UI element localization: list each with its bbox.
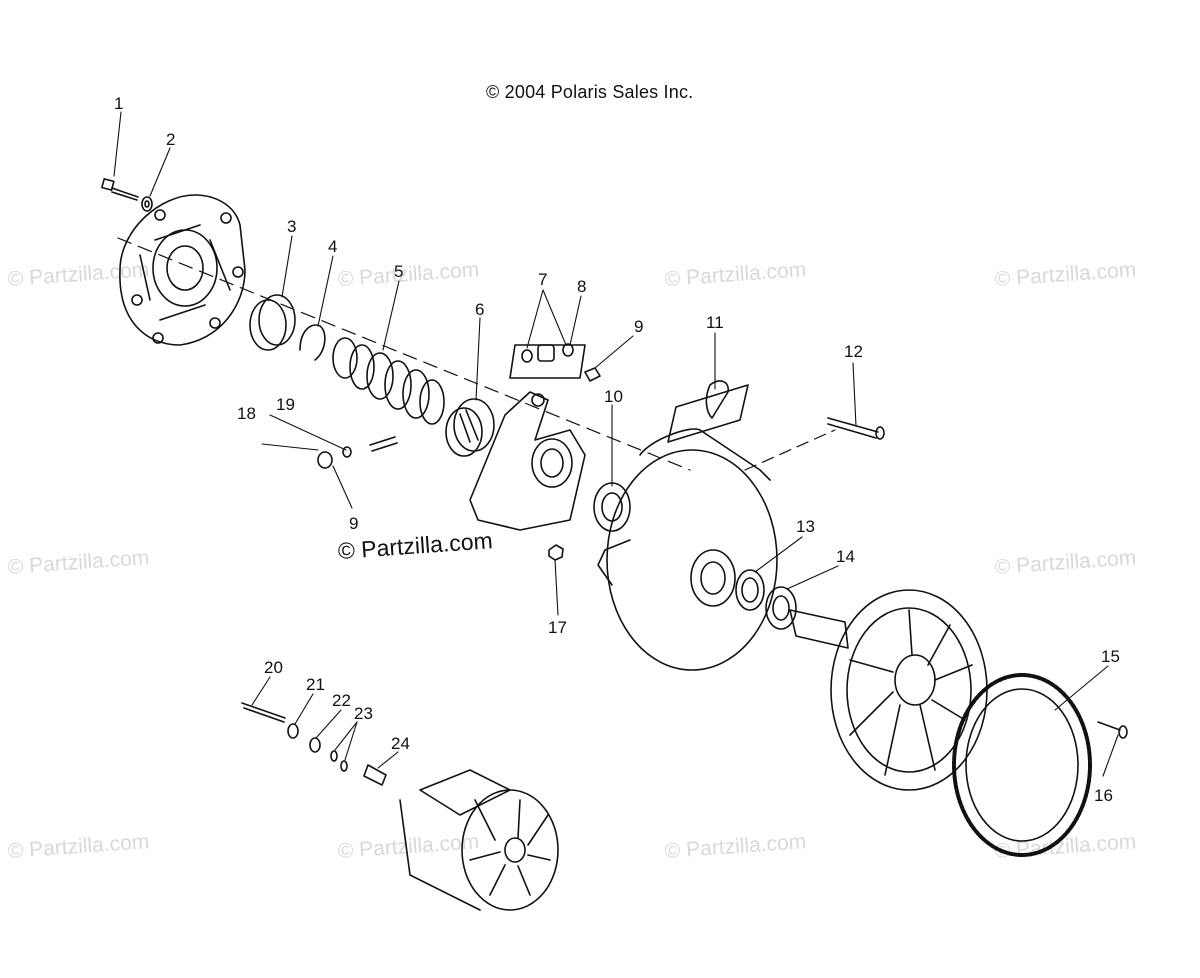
callout-4: 4 bbox=[328, 237, 338, 256]
o-ring bbox=[330, 750, 338, 762]
clip-assembly bbox=[667, 380, 749, 443]
callout-22: 22 bbox=[332, 691, 351, 710]
washer-part-lower bbox=[287, 723, 299, 739]
ring-gear bbox=[952, 673, 1092, 857]
washer-part bbox=[141, 196, 153, 212]
spider-arm bbox=[469, 391, 586, 531]
moveable-sheave bbox=[597, 428, 778, 671]
roller-assembly bbox=[509, 343, 586, 379]
axis-centerline bbox=[744, 429, 836, 471]
callout-7: 7 bbox=[538, 270, 548, 289]
callout-15: 15 bbox=[1101, 647, 1120, 666]
callout-11: 11 bbox=[706, 313, 724, 332]
callout-17: 17 bbox=[548, 618, 567, 637]
leader-lines bbox=[113, 111, 1119, 777]
cap-part bbox=[317, 446, 352, 469]
callout-1: 1 bbox=[114, 94, 124, 113]
bushing-ring bbox=[249, 294, 296, 351]
fixed-sheave bbox=[830, 589, 988, 791]
spring-coil bbox=[332, 337, 445, 425]
callout-8: 8 bbox=[577, 277, 587, 296]
bolt-part-lower bbox=[241, 702, 286, 723]
hex-nut bbox=[548, 544, 564, 561]
washer-part-lower bbox=[309, 737, 321, 753]
o-ring bbox=[340, 760, 348, 772]
roller-pin bbox=[369, 436, 398, 452]
gear-screw bbox=[1097, 721, 1128, 739]
bearing-ring bbox=[735, 569, 765, 611]
small-nut bbox=[584, 367, 601, 382]
drive-clutch bbox=[399, 769, 559, 911]
callout-14: 14 bbox=[836, 547, 855, 566]
callout-9: 9 bbox=[634, 317, 644, 336]
callout-13: 13 bbox=[796, 517, 815, 536]
callout-2: 2 bbox=[166, 130, 176, 149]
driven-shaft bbox=[789, 609, 849, 649]
seal-ring bbox=[765, 586, 797, 630]
axis-centerline bbox=[117, 237, 691, 471]
callout-23: 23 bbox=[354, 704, 373, 723]
callout-6: 6 bbox=[475, 300, 485, 319]
copyright-notice: © 2004 Polaris Sales Inc. bbox=[486, 82, 694, 102]
callout-5: 5 bbox=[394, 262, 404, 281]
cover-housing bbox=[119, 194, 246, 346]
sleeve-part bbox=[363, 764, 387, 786]
callout-16: 16 bbox=[1094, 786, 1113, 805]
callout-9b: 9 bbox=[349, 514, 359, 533]
callout-19: 19 bbox=[276, 395, 295, 414]
pivot-pin bbox=[827, 417, 885, 440]
callout-24: 24 bbox=[391, 734, 410, 753]
snap-ring bbox=[299, 324, 326, 361]
callout-12: 12 bbox=[844, 342, 863, 361]
callout-10: 10 bbox=[604, 387, 623, 406]
callout-18: 18 bbox=[237, 404, 256, 423]
callout-20: 20 bbox=[264, 658, 283, 677]
roller-bushing bbox=[445, 398, 495, 457]
callout-3: 3 bbox=[287, 217, 297, 236]
callout-21: 21 bbox=[306, 675, 325, 694]
bolt-part bbox=[101, 178, 139, 201]
